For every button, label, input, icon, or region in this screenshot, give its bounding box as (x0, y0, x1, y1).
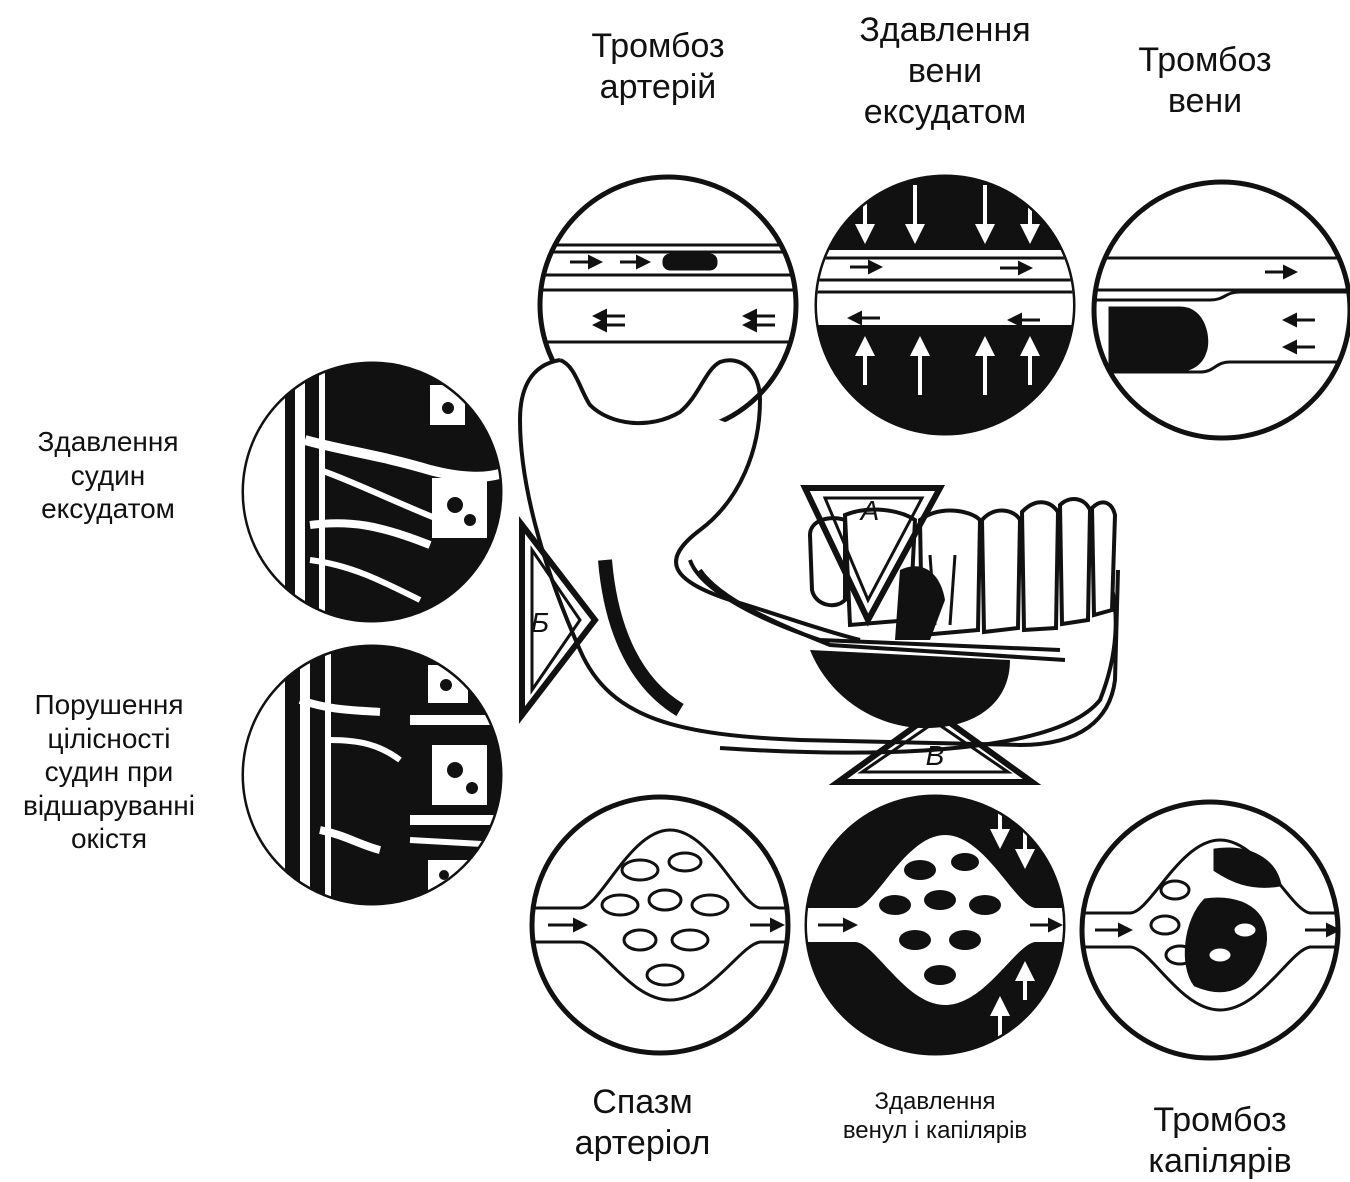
marker-b-label: Б (531, 607, 549, 638)
marker-v-label: В (926, 740, 945, 771)
marker-a-label: А (859, 495, 880, 526)
capillary-thrombosis-circle (1080, 802, 1350, 1058)
arteriole-spasm-circle (530, 797, 800, 1053)
periosteum-detachment-circle (240, 640, 500, 920)
teeth (810, 499, 1115, 635)
venule-compression-circle (800, 797, 1075, 1053)
vein-compression-circle (810, 177, 1080, 433)
vessels-compression-circle (240, 360, 510, 630)
vein-thrombosis-circle (1090, 182, 1350, 438)
